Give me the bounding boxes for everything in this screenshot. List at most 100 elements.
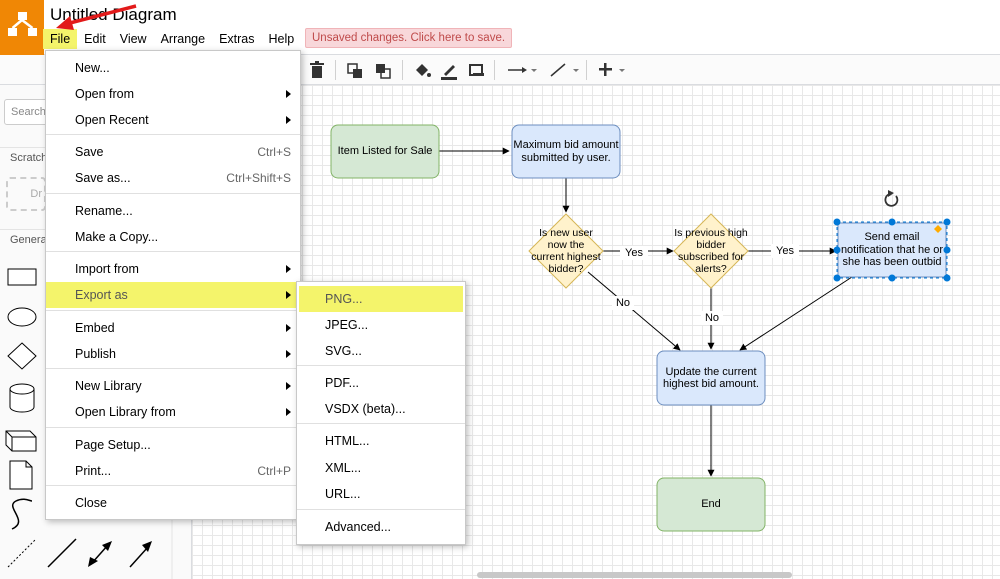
fill-color-icon[interactable] (413, 60, 431, 80)
menu-separator (46, 193, 300, 194)
app-logo[interactable] (0, 0, 44, 55)
rhombus-shape-icon (7, 342, 37, 370)
export-item-label: XML... (325, 461, 362, 475)
cylinder-shape-icon (9, 389, 35, 413)
node-max-bid (511, 124, 621, 179)
file-menu-item-save-as[interactable]: Save as...Ctrl+Shift+S (46, 165, 300, 191)
node-max-bid-label[interactable]: Maximum bid amount submitted by user. (513, 139, 619, 164)
file-menu-item-print[interactable]: Print...Ctrl+P (46, 458, 300, 484)
node-new-user-label[interactable]: Is new user now the current highest bidd… (531, 227, 601, 275)
export-item-xml[interactable]: XML... (297, 455, 465, 481)
edge-label-no-1: No (612, 296, 634, 310)
file-menu-item-open-from[interactable]: Open from (46, 81, 300, 107)
edge-email-to-update (739, 276, 853, 351)
file-menu-item-close[interactable]: Close (46, 490, 300, 516)
connection-style-icon[interactable] (506, 60, 538, 80)
file-menu-item-export-as[interactable]: Export as (46, 282, 300, 308)
menu-view[interactable]: View (119, 32, 147, 46)
shadow-icon[interactable] (468, 60, 486, 80)
unsaved-changes-notice[interactable]: Unsaved changes. Click here to save. (305, 28, 513, 48)
waypoints-icon[interactable] (548, 60, 580, 80)
menu-extras[interactable]: Extras (219, 32, 255, 46)
selection-handles (833, 218, 951, 282)
file-menu-item-make-a-copy[interactable]: Make a Copy... (46, 224, 300, 250)
menu-help[interactable]: Help (268, 32, 295, 46)
node-send-email-label[interactable]: Send email notification that he or she h… (840, 231, 944, 269)
menu-separator (46, 310, 300, 311)
ellipse-shape-icon (7, 307, 37, 327)
file-menu-item-rename[interactable]: Rename... (46, 198, 300, 224)
menu-separator (46, 134, 300, 135)
file-menu-item-label: Embed (75, 321, 115, 335)
file-menu-item-label: Save (75, 145, 104, 159)
edge-label-no-2: No (701, 311, 723, 325)
rotate-handle-icon (884, 190, 899, 207)
edge-newuser-no (587, 271, 681, 351)
to-back-icon[interactable] (375, 60, 391, 80)
to-front-icon[interactable] (347, 60, 363, 80)
node-update-bid (656, 350, 766, 406)
scratchpad-drop-area[interactable]: Dr (6, 177, 46, 211)
file-menu-item-label: Close (75, 496, 107, 510)
file-menu-item-import-from[interactable]: Import from (46, 256, 300, 282)
menu-separator (297, 365, 465, 366)
file-menu-item-label: Make a Copy... (75, 230, 159, 244)
menu-separator (297, 509, 465, 510)
node-end-label[interactable]: End (701, 498, 721, 511)
file-menu-item-page-setup[interactable]: Page Setup... (46, 432, 300, 458)
shortcut-label: Ctrl+Shift+S (226, 171, 291, 185)
export-item-png[interactable]: PNG... (299, 286, 463, 312)
export-item-advanced[interactable]: Advanced... (297, 514, 465, 540)
export-item-label: Advanced... (325, 520, 392, 534)
export-item-html[interactable]: HTML... (297, 428, 465, 454)
cube-shape-icon (5, 430, 37, 452)
export-item-label: PDF... (325, 376, 360, 390)
shortcut-label: Ctrl+P (257, 464, 291, 478)
export-item-label: HTML... (325, 434, 370, 448)
annotation-arrow-icon (56, 4, 137, 30)
file-menu-item-save[interactable]: Save Ctrl+S (46, 139, 300, 165)
node-update-bid-label[interactable]: Update the current highest bid amount. (662, 365, 759, 391)
node-prev-high-label[interactable]: Is previous high bidder subscribed for a… (674, 227, 748, 275)
horizontal-scrollbar[interactable] (477, 572, 792, 578)
menu-arrange[interactable]: Arrange (160, 32, 206, 46)
export-item-jpeg[interactable]: JPEG... (297, 312, 465, 338)
file-menu-item-label: Open from (75, 87, 135, 101)
file-menu-item-label: Export as (75, 288, 128, 302)
curve-shape-icon (11, 498, 33, 530)
node-new-user-decision (528, 213, 604, 289)
file-menu-item-open-library-from[interactable]: Open Library from (46, 399, 300, 425)
file-menu-item-open-recent[interactable]: Open Recent (46, 107, 300, 133)
menu-edit[interactable]: Edit (84, 32, 106, 46)
file-menu-item-label: Open Library from (75, 405, 176, 419)
export-item-pdf[interactable]: PDF... (297, 370, 465, 396)
edge-label-yes-2: Yes (771, 244, 799, 258)
delete-icon[interactable] (309, 60, 325, 80)
line-color-icon[interactable] (440, 60, 458, 80)
submenu-arrow-icon (286, 408, 291, 416)
menu-file[interactable]: File (43, 29, 78, 49)
insert-plus-icon[interactable] (597, 60, 629, 80)
document-shape-icon (9, 460, 33, 490)
node-item-listed-label[interactable]: Item Listed for Sale (337, 145, 433, 158)
style-handle-icon (934, 225, 942, 233)
file-menu-item-new-library[interactable]: New Library (46, 373, 300, 399)
diagram-drawing (330, 124, 951, 532)
export-item-url[interactable]: URL... (297, 481, 465, 507)
export-item-svg[interactable]: SVG... (297, 338, 465, 364)
file-menu-item-label: Page Setup... (75, 438, 151, 452)
shortcut-label: Ctrl+S (257, 145, 291, 159)
submenu-arrow-icon (286, 265, 291, 273)
file-menu-item-embed[interactable]: Embed (46, 315, 300, 341)
export-item-vsdx-beta[interactable]: VSDX (beta)... (297, 396, 465, 422)
file-menu-item-label: Import from (75, 262, 139, 276)
arrow-shape-icon (129, 541, 152, 568)
export-as-submenu: PNG... JPEG... SVG... PDF... VSDX (beta)... H… (296, 281, 466, 545)
submenu-arrow-icon (286, 90, 291, 98)
drawio-logo-icon (8, 12, 37, 36)
header: Untitled Diagram File Edit View Arrange … (0, 0, 1000, 55)
file-menu-item-publish[interactable]: Publish (46, 341, 300, 367)
export-item-label: JPEG... (325, 318, 369, 332)
file-menu-item-new[interactable]: New... (46, 55, 300, 81)
